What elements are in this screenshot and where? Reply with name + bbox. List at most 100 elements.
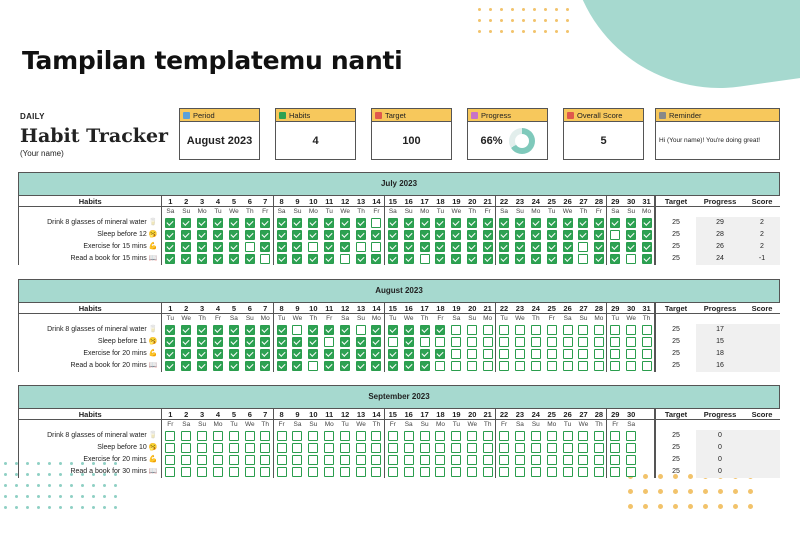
habit-checkbox[interactable] <box>181 443 192 453</box>
habit-checkbox[interactable] <box>435 349 446 359</box>
habit-checkbox[interactable] <box>213 230 223 240</box>
habit-checkbox[interactable] <box>213 443 223 453</box>
habit-checkbox[interactable] <box>340 337 351 347</box>
habit-checkbox[interactable] <box>530 431 541 441</box>
habit-checkbox[interactable] <box>467 443 478 453</box>
habit-checkbox[interactable] <box>626 361 637 371</box>
habit-checkbox[interactable] <box>228 230 239 240</box>
habit-checkbox[interactable] <box>371 230 382 240</box>
habit-checkbox[interactable] <box>276 325 287 335</box>
habit-checkbox[interactable] <box>435 467 446 477</box>
habit-checkbox[interactable] <box>562 349 573 359</box>
habit-checkbox[interactable] <box>371 467 382 477</box>
habit-checkbox[interactable] <box>403 349 414 359</box>
habit-checkbox[interactable] <box>387 230 398 240</box>
habit-checkbox[interactable] <box>181 431 192 441</box>
habit-checkbox[interactable] <box>340 443 351 453</box>
habit-checkbox[interactable] <box>356 431 367 441</box>
habit-checkbox[interactable] <box>419 467 430 477</box>
habit-checkbox[interactable] <box>387 431 398 441</box>
habit-checkbox[interactable] <box>578 254 589 264</box>
habit-checkbox[interactable] <box>197 337 208 347</box>
habit-checkbox[interactable] <box>578 443 589 453</box>
habit-checkbox[interactable] <box>626 230 637 240</box>
habit-checkbox[interactable] <box>546 361 557 371</box>
habit-checkbox[interactable] <box>562 218 573 228</box>
habit-checkbox[interactable] <box>340 254 351 264</box>
habit-checkbox[interactable] <box>467 361 478 371</box>
habit-checkbox[interactable] <box>546 443 557 453</box>
habit-checkbox[interactable] <box>467 218 478 228</box>
habit-checkbox[interactable] <box>593 361 604 371</box>
habit-checkbox[interactable] <box>371 349 382 359</box>
habit-checkbox[interactable] <box>641 242 652 252</box>
habit-checkbox[interactable] <box>451 361 462 371</box>
habit-checkbox[interactable] <box>419 218 430 228</box>
habit-checkbox[interactable] <box>165 431 176 441</box>
habit-checkbox[interactable] <box>324 361 335 371</box>
habit-checkbox[interactable] <box>467 242 478 252</box>
habit-checkbox[interactable] <box>546 349 557 359</box>
habit-checkbox[interactable] <box>626 467 637 477</box>
habit-checkbox[interactable] <box>371 218 382 228</box>
habit-checkbox[interactable] <box>610 242 621 252</box>
habit-checkbox[interactable] <box>499 467 510 477</box>
habit-checkbox[interactable] <box>260 254 271 264</box>
habit-checkbox[interactable] <box>276 455 287 465</box>
habit-checkbox[interactable] <box>514 230 525 240</box>
habit-checkbox[interactable] <box>260 443 271 453</box>
habit-checkbox[interactable] <box>356 361 367 371</box>
habit-checkbox[interactable] <box>593 455 604 465</box>
habit-checkbox[interactable] <box>181 218 192 228</box>
habit-checkbox[interactable] <box>181 230 192 240</box>
habit-checkbox[interactable] <box>626 337 637 347</box>
habit-checkbox[interactable] <box>403 431 414 441</box>
habit-checkbox[interactable] <box>546 337 557 347</box>
habit-checkbox[interactable] <box>213 242 223 252</box>
habit-checkbox[interactable] <box>356 218 367 228</box>
habit-checkbox[interactable] <box>499 455 510 465</box>
habit-checkbox[interactable] <box>530 325 541 335</box>
habit-checkbox[interactable] <box>181 337 192 347</box>
habit-checkbox[interactable] <box>546 431 557 441</box>
habit-checkbox[interactable] <box>197 242 208 252</box>
habit-checkbox[interactable] <box>530 361 541 371</box>
habit-checkbox[interactable] <box>292 467 303 477</box>
habit-checkbox[interactable] <box>181 467 192 477</box>
habit-checkbox[interactable] <box>593 242 604 252</box>
habit-checkbox[interactable] <box>292 455 303 465</box>
habit-checkbox[interactable] <box>451 349 462 359</box>
habit-checkbox[interactable] <box>276 431 287 441</box>
habit-checkbox[interactable] <box>260 218 271 228</box>
habit-checkbox[interactable] <box>165 230 176 240</box>
habit-checkbox[interactable] <box>197 443 208 453</box>
habit-checkbox[interactable] <box>546 467 557 477</box>
habit-checkbox[interactable] <box>593 337 604 347</box>
habit-checkbox[interactable] <box>419 254 430 264</box>
habit-checkbox[interactable] <box>578 349 589 359</box>
habit-checkbox[interactable] <box>451 455 462 465</box>
habit-checkbox[interactable] <box>260 455 271 465</box>
habit-checkbox[interactable] <box>324 431 335 441</box>
habit-checkbox[interactable] <box>308 254 319 264</box>
habit-checkbox[interactable] <box>578 218 589 228</box>
habit-checkbox[interactable] <box>610 467 621 477</box>
habit-checkbox[interactable] <box>340 230 351 240</box>
habit-checkbox[interactable] <box>514 443 525 453</box>
habit-checkbox[interactable] <box>593 230 604 240</box>
habit-checkbox[interactable] <box>244 230 255 240</box>
habit-checkbox[interactable] <box>403 337 414 347</box>
habit-checkbox[interactable] <box>260 467 271 477</box>
habit-checkbox[interactable] <box>324 337 335 347</box>
habit-checkbox[interactable] <box>562 337 573 347</box>
habit-checkbox[interactable] <box>482 325 493 335</box>
habit-checkbox[interactable] <box>435 337 446 347</box>
habit-checkbox[interactable] <box>276 467 287 477</box>
habit-checkbox[interactable] <box>467 337 478 347</box>
habit-checkbox[interactable] <box>340 325 351 335</box>
habit-checkbox[interactable] <box>546 230 557 240</box>
habit-checkbox[interactable] <box>546 242 557 252</box>
habit-checkbox[interactable] <box>181 325 192 335</box>
habit-checkbox[interactable] <box>387 254 398 264</box>
habit-checkbox[interactable] <box>387 349 398 359</box>
